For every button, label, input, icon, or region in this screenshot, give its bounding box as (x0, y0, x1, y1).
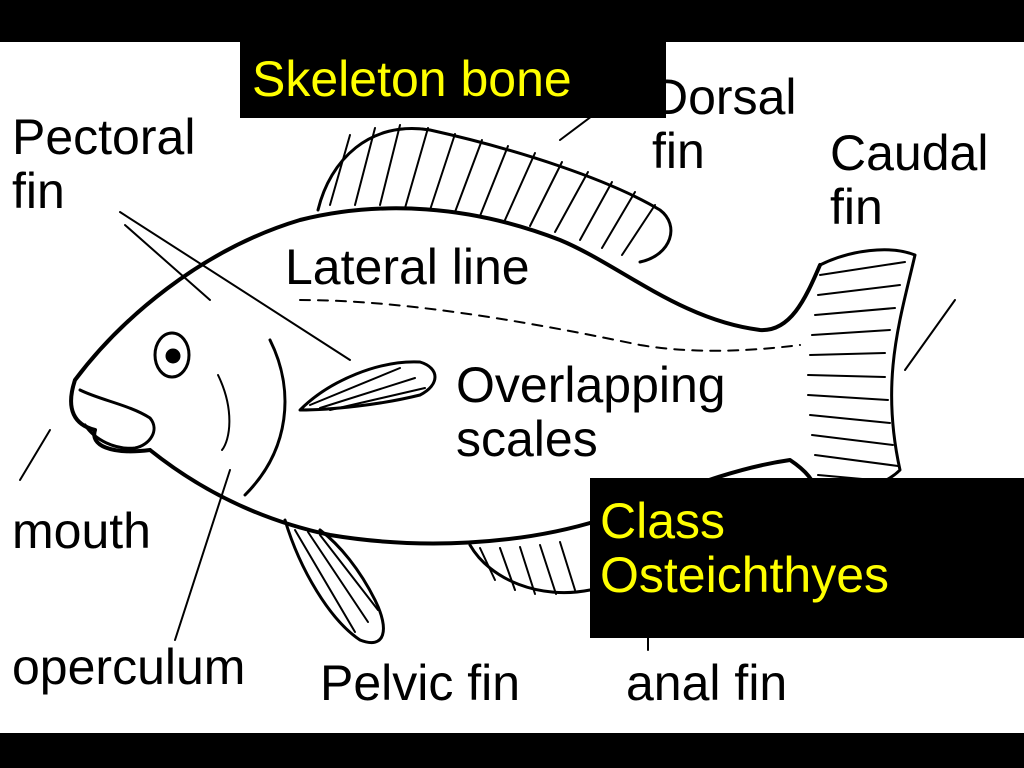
top-black-bar (0, 0, 1024, 42)
label-pelvic-text: Pelvic fin (320, 655, 521, 711)
operculum-outline (243, 338, 287, 497)
label-overlapping-scales: Overlapping scales (456, 358, 726, 466)
label-caudal-fin: Caudal fin (830, 126, 988, 234)
dorsal-fin-outline (316, 127, 673, 264)
pectoral-fin-outline (298, 360, 437, 412)
bottom-black-bar (0, 733, 1024, 768)
label-operculum-text: operculum (12, 639, 246, 695)
class-line1: Class (600, 493, 726, 549)
mouth-outline (78, 388, 156, 450)
skeleton-bone-text: Skeleton bone (252, 51, 572, 107)
eye-pupil (165, 348, 181, 364)
label-dorsal-line1: Dorsal (652, 69, 797, 125)
pectoral-pointer (119, 211, 351, 361)
lateral-line-mark (299, 299, 801, 352)
mouth-pointer (19, 429, 51, 481)
anal-fin-outline (468, 543, 592, 595)
label-dorsal-line2: fin (652, 123, 705, 179)
label-mouth: mouth (12, 504, 151, 558)
label-mouth-text: mouth (12, 503, 151, 559)
label-lateral-line-text: Lateral line (285, 239, 530, 295)
label-overlapping-line1: Overlapping (456, 357, 726, 413)
label-operculum: operculum (12, 640, 245, 694)
label-pectoral-fin: Pectoral fin (12, 110, 195, 218)
skeleton-bone-title: Skeleton bone (240, 42, 666, 118)
label-pectoral-line1: Pectoral (12, 109, 196, 165)
class-line2: Osteichthyes (600, 547, 890, 603)
label-caudal-line1: Caudal (830, 125, 989, 181)
label-anal-text: anal fin (626, 655, 788, 711)
pelvic-fin-outline (283, 518, 385, 645)
class-osteichthyes-box: Class Osteichthyes (590, 478, 1024, 638)
label-overlapping-line2: scales (456, 411, 598, 467)
operculum-pointer (174, 469, 231, 641)
label-pectoral-line2: fin (12, 163, 65, 219)
label-lateral-line: Lateral line (285, 240, 530, 294)
fish-body-outline (69, 206, 822, 546)
label-caudal-line2: fin (830, 179, 883, 235)
caudal-pointer (904, 299, 956, 371)
label-dorsal-fin: Dorsal fin (652, 70, 796, 178)
label-pelvic-fin: Pelvic fin (320, 656, 520, 710)
eye-outline (153, 331, 191, 379)
label-anal-fin: anal fin (626, 656, 787, 710)
scale-pointer (124, 224, 211, 301)
